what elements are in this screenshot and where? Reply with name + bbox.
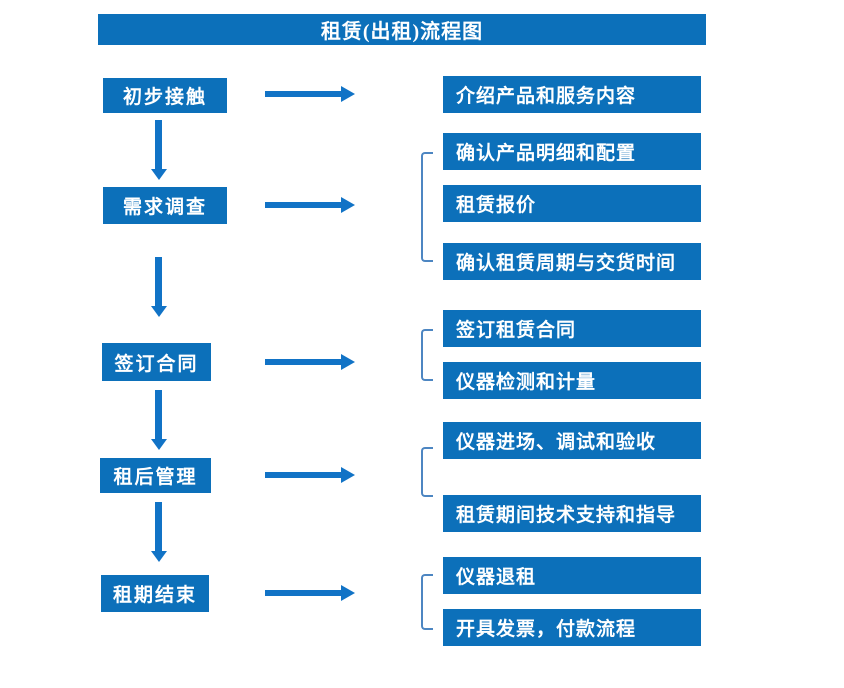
- output-box: 确认租赁周期与交货时间: [443, 243, 701, 280]
- bracket-connector: [421, 152, 433, 262]
- output-box: 仪器检测和计量: [443, 362, 701, 399]
- step-label: 初步接触: [122, 87, 207, 108]
- arrow-down-icon: [151, 390, 167, 450]
- output-box: 开具发票，付款流程: [443, 609, 701, 646]
- output-box: 租赁报价: [443, 185, 701, 222]
- output-label: 租赁报价: [456, 195, 537, 216]
- output-box: 仪器退租: [443, 557, 701, 594]
- step-box-demand-survey: 需求调查: [103, 187, 227, 224]
- step-box-post-rental-management: 租后管理: [100, 458, 211, 493]
- step-label: 租后管理: [113, 467, 198, 488]
- arrow-down-icon: [151, 257, 167, 317]
- step-label: 需求调查: [122, 197, 207, 218]
- output-label: 介绍产品和服务内容: [456, 86, 637, 107]
- arrow-down-icon: [151, 120, 167, 180]
- output-label: 确认产品明细和配置: [456, 143, 637, 164]
- bracket-connector: [421, 329, 433, 381]
- arrow-right-icon: [265, 585, 355, 601]
- arrow-right-icon: [265, 467, 355, 483]
- arrow-right-icon: [265, 86, 355, 102]
- arrow-right-icon: [265, 197, 355, 213]
- arrow-right-icon: [265, 354, 355, 370]
- output-box: 确认产品明细和配置: [443, 133, 701, 170]
- output-label: 开具发票，付款流程: [456, 619, 637, 640]
- output-label: 仪器进场、调试和验收: [456, 432, 657, 453]
- step-box-sign-contract: 签订合同: [102, 343, 211, 381]
- output-box: 租赁期间技术支持和指导: [443, 495, 701, 532]
- step-label: 租期结束: [112, 585, 197, 606]
- output-box: 签订租赁合同: [443, 310, 701, 347]
- output-box: 仪器进场、调试和验收: [443, 422, 701, 459]
- step-box-lease-end: 租期结束: [101, 575, 209, 612]
- output-label: 签订租赁合同: [456, 320, 577, 341]
- bracket-connector: [421, 447, 433, 497]
- output-label: 确认租赁周期与交货时间: [456, 253, 677, 274]
- output-label: 仪器检测和计量: [456, 372, 597, 393]
- output-label: 仪器退租: [456, 567, 537, 588]
- output-box: 介绍产品和服务内容: [443, 76, 701, 113]
- step-label: 签订合同: [114, 353, 199, 375]
- arrow-down-icon: [151, 502, 167, 562]
- title-bar: 租赁(出租)流程图: [98, 14, 706, 45]
- page-title: 租赁(出租)流程图: [320, 21, 484, 43]
- step-box-initial-contact: 初步接触: [103, 78, 227, 113]
- bracket-connector: [421, 574, 433, 630]
- output-label: 租赁期间技术支持和指导: [456, 505, 677, 526]
